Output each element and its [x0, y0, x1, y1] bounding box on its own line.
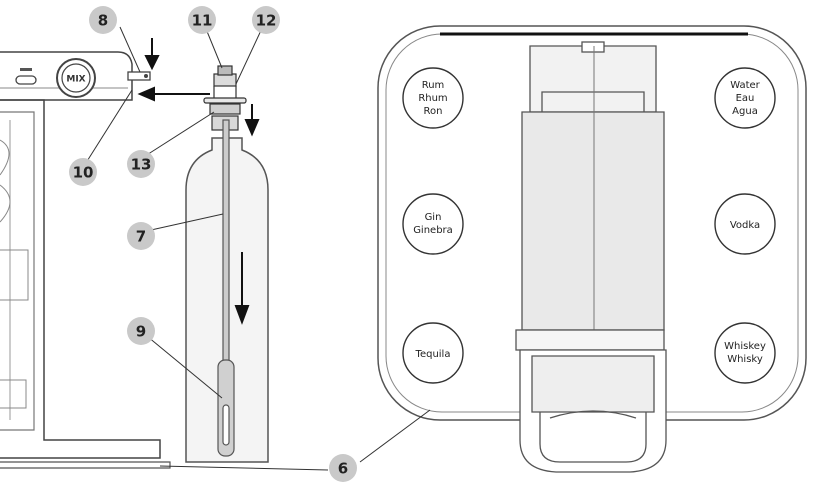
callout-7: 7: [127, 222, 155, 250]
callout-11: 11: [188, 6, 216, 34]
callout-number: 8: [98, 12, 108, 30]
down-arrow-icon: [244, 104, 260, 137]
callout-number: 12: [256, 12, 277, 30]
slot-label: Gin: [425, 212, 442, 223]
mix-label: MIX: [66, 75, 85, 85]
slot-label: Agua: [732, 106, 758, 117]
callout-13: 13: [127, 150, 155, 178]
slot-label: Rhum: [418, 93, 447, 104]
dip-tube: [217, 119, 235, 457]
slot-label: Tequila: [415, 349, 451, 360]
slot-label: Rum: [422, 80, 445, 91]
slot-label: Whisky: [727, 354, 763, 365]
slot-label: Ron: [424, 106, 443, 117]
down-arrow-icon: [144, 38, 160, 71]
callout-number: 6: [338, 460, 348, 478]
slot-water: Water Eau Agua: [714, 67, 776, 129]
slot-label: Water: [730, 80, 760, 91]
slot-whiskey: Whiskey Whisky: [714, 322, 776, 384]
slot-label: Eau: [736, 93, 755, 104]
slot-tequila: Tequila: [402, 322, 464, 384]
slot-rum: Rum Rhum Ron: [402, 67, 464, 129]
left-arrow-icon: [137, 86, 210, 102]
leader-lines: [83, 23, 431, 471]
nozzle-slot: [127, 71, 151, 81]
callout-6: 6: [329, 454, 357, 482]
callout-number: 13: [131, 156, 152, 174]
callout-number: 10: [73, 164, 94, 182]
slot-label: Whiskey: [724, 341, 766, 352]
callout-9: 9: [127, 317, 155, 345]
slot-vodka: Vodka: [714, 193, 776, 255]
machine-body: [0, 51, 171, 469]
callout-number: 11: [192, 12, 213, 30]
callout-8: 8: [89, 6, 117, 34]
slot-gin: Gin Ginebra: [402, 193, 464, 255]
slot-label: Vodka: [730, 220, 760, 231]
down-arrow-icon: [234, 252, 250, 325]
callout-10: 10: [69, 158, 97, 186]
callout-number: 9: [136, 323, 146, 341]
mix-button: MIX: [56, 58, 96, 98]
callout-number: 7: [136, 228, 146, 246]
callout-12: 12: [252, 6, 280, 34]
power-button-icon: [15, 68, 37, 85]
slot-label: Ginebra: [413, 225, 453, 236]
center-carriage: [515, 41, 667, 473]
